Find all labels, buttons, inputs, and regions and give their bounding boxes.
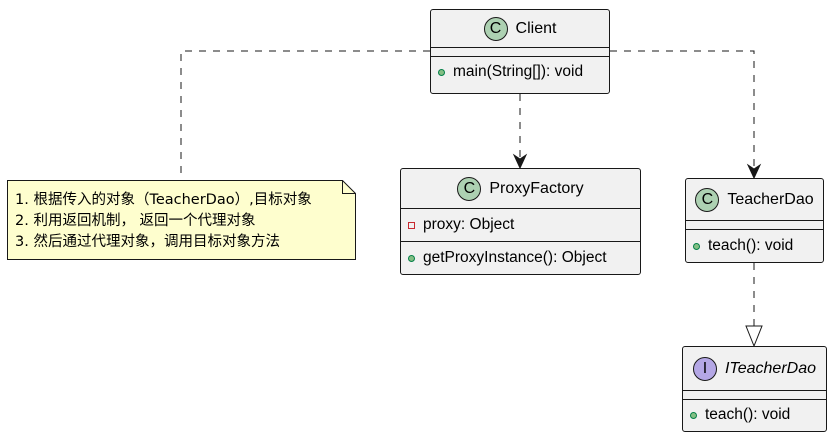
note-shape	[7, 180, 356, 260]
fields-compartment	[683, 391, 826, 400]
method-row: main(String[]): void	[438, 63, 602, 81]
method-row: teach(): void	[693, 237, 816, 255]
class-stereotype-icon: C	[483, 16, 508, 41]
note-line: 2. 利用返回机制， 返回一个代理对象	[15, 213, 256, 229]
class-name: TeacherDao	[727, 190, 814, 208]
interface-name: ITeacherDao	[724, 359, 817, 377]
fields-compartment: proxy: Object	[401, 209, 640, 242]
class-name: Client	[515, 19, 557, 37]
interface-iteacher-dao[interactable]: I ITeacherDao teach(): void	[682, 346, 827, 432]
fields-compartment	[686, 221, 823, 230]
field-row: proxy: Object	[408, 216, 514, 234]
client-proxyfactory-arrowhead	[512, 153, 528, 170]
interface-header: I ITeacherDao	[683, 347, 826, 391]
client-teacherdao-dependency-edge	[610, 50, 755, 170]
class-stereotype-icon: C	[695, 187, 720, 212]
fields-compartment	[431, 48, 609, 57]
class-stereotype-icon: C	[457, 176, 482, 201]
interface-stereotype-icon: I	[692, 356, 717, 381]
methods-compartment: getProxyInstance(): Object	[401, 242, 640, 274]
method-row: teach(): void	[690, 406, 819, 424]
note-text: 1. 根据传入的对象（TeacherDao）,目标对象 2. 利用返回机制， 返…	[15, 190, 312, 253]
method-label: teach(): void	[708, 237, 794, 254]
class-proxy-factory[interactable]: C ProxyFactory proxy: Object getProxyIns…	[400, 168, 641, 275]
class-name: ProxyFactory	[489, 179, 584, 197]
method-label: main(String[]): void	[453, 63, 584, 80]
methods-compartment: teach(): void	[686, 230, 823, 255]
note-line: 1. 根据传入的对象（TeacherDao）,目标对象	[15, 192, 312, 208]
client-teacherdao-arrowhead	[746, 163, 762, 180]
class-header: C ProxyFactory	[401, 169, 640, 209]
class-teacher-dao[interactable]: C TeacherDao teach(): void	[685, 178, 824, 263]
public-visibility-icon	[690, 411, 697, 419]
public-visibility-icon	[408, 254, 415, 262]
method-label: teach(): void	[705, 406, 791, 423]
field-label: proxy: Object	[423, 216, 515, 233]
method-row: getProxyInstance(): Object	[408, 249, 607, 267]
public-visibility-icon	[438, 68, 445, 76]
public-visibility-icon	[693, 242, 700, 250]
class-header: C TeacherDao	[686, 179, 823, 221]
private-visibility-icon	[408, 221, 415, 229]
methods-compartment: teach(): void	[683, 400, 826, 424]
note-box: 1. 根据传入的对象（TeacherDao）,目标对象 2. 利用返回机制， 返…	[7, 180, 356, 260]
class-client[interactable]: C Client main(String[]): void	[430, 9, 610, 94]
method-label: getProxyInstance(): Object	[423, 249, 607, 266]
methods-compartment: main(String[]): void	[431, 57, 609, 81]
note-link-edge	[180, 50, 430, 180]
note-line: 3. 然后通过代理对象，调用目标对象方法	[15, 234, 280, 250]
realization-triangle-arrowhead	[745, 325, 763, 348]
class-header: C Client	[431, 10, 609, 48]
